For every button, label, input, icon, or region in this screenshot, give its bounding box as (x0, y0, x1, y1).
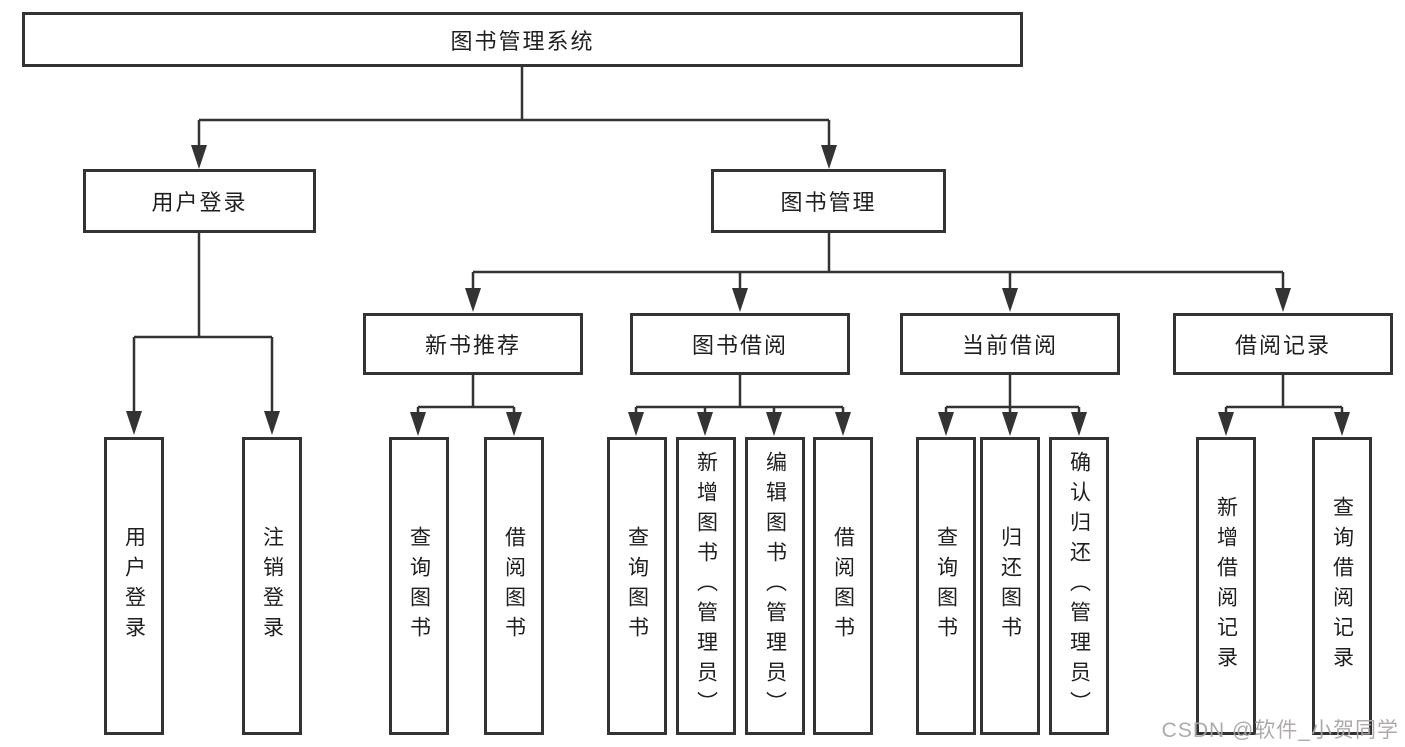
edges-root (191, 67, 837, 169)
leaf-query-borrow-record: 查询借阅记录 (1312, 437, 1372, 735)
leaf-add-book-admin-label: 新增图书（管理员） (694, 451, 718, 721)
node-borrow-records-label: 借阅记录 (1234, 333, 1331, 358)
leaf-borrow-book-label: 借阅图书 (831, 526, 855, 646)
leaf-query-book-rec-label: 查询图书 (407, 526, 431, 646)
node-root-system-label: 图书管理系统 (450, 28, 595, 54)
node-new-book-rec-label: 新书推荐 (424, 333, 521, 358)
node-book-mgmt-label: 图书管理 (780, 190, 877, 215)
leaf-query-book-current: 查询图书 (916, 437, 976, 735)
leaf-edit-book-admin: 编辑图书（管理员） (745, 437, 805, 735)
edges-borrow-records (1218, 375, 1350, 436)
node-user-login: 用户登录 (83, 169, 316, 233)
leaf-user-login-label: 用户登录 (122, 526, 146, 646)
leaf-borrow-book: 借阅图书 (813, 437, 873, 735)
leaf-logout: 注销登录 (242, 437, 302, 735)
leaf-query-book-borrow: 查询图书 (607, 437, 667, 735)
edges-book-mgmt (465, 233, 1291, 312)
leaf-add-borrow-record: 新增借阅记录 (1196, 437, 1256, 735)
leaf-query-book-borrow-label: 查询图书 (625, 526, 649, 646)
node-user-login-label: 用户登录 (151, 190, 248, 215)
edges-current-borrow (938, 375, 1087, 436)
leaf-borrow-book-rec-label: 借阅图书 (502, 526, 526, 646)
node-borrow-records: 借阅记录 (1173, 313, 1393, 375)
leaf-user-login: 用户登录 (104, 437, 164, 735)
leaf-add-book-admin: 新增图书（管理员） (676, 437, 736, 735)
edges-new-book-rec (410, 375, 522, 436)
leaf-logout-label: 注销登录 (260, 526, 284, 646)
node-root-system: 图书管理系统 (22, 12, 1023, 67)
leaf-edit-book-admin-label: 编辑图书（管理员） (763, 451, 787, 721)
csdn-watermark: CSDN @软件_小贺同学 (1161, 719, 1399, 742)
node-new-book-rec: 新书推荐 (363, 313, 583, 375)
leaf-confirm-return-admin-label: 确认归还（管理员） (1067, 451, 1091, 721)
leaf-return-book: 归还图书 (980, 437, 1040, 735)
leaf-query-borrow-record-label: 查询借阅记录 (1330, 496, 1354, 676)
node-current-borrow: 当前借阅 (900, 313, 1120, 375)
leaf-borrow-book-rec: 借阅图书 (484, 437, 544, 735)
edges-book-borrow (628, 375, 851, 436)
node-book-borrow-label: 图书借阅 (691, 333, 788, 358)
leaf-confirm-return-admin: 确认归还（管理员） (1049, 437, 1109, 735)
leaf-query-book-rec: 查询图书 (389, 437, 449, 735)
leaf-return-book-label: 归还图书 (998, 526, 1022, 646)
edges-user-login (126, 233, 280, 435)
node-book-borrow: 图书借阅 (630, 313, 850, 375)
leaf-query-book-current-label: 查询图书 (934, 526, 958, 646)
node-current-borrow-label: 当前借阅 (961, 333, 1058, 358)
node-book-mgmt: 图书管理 (711, 169, 946, 233)
leaf-add-borrow-record-label: 新增借阅记录 (1214, 496, 1238, 676)
